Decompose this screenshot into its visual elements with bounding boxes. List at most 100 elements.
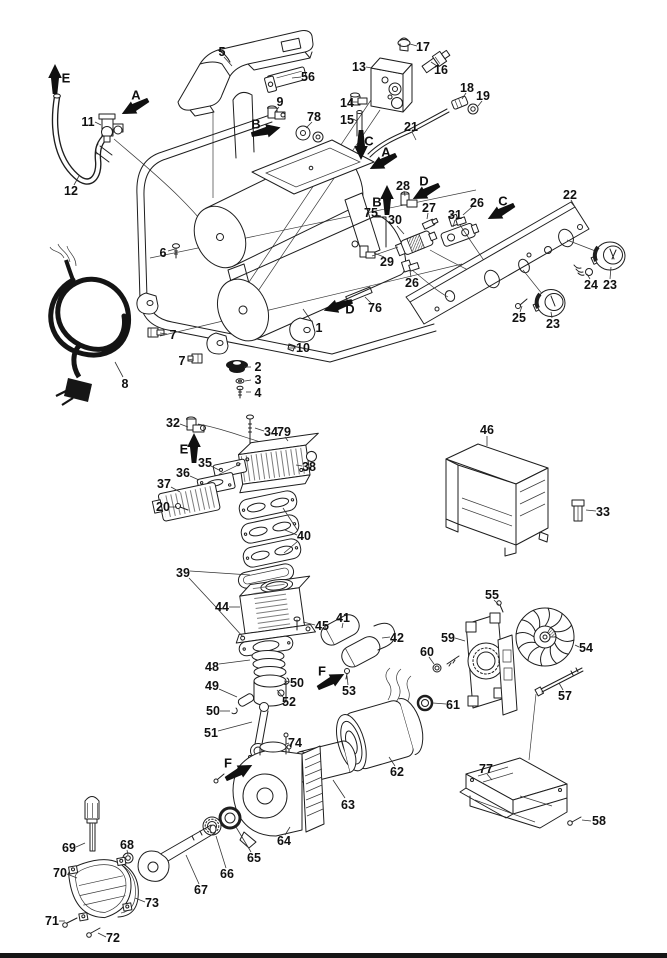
direction-arrow-A <box>121 97 150 115</box>
direction-arrow-C <box>354 130 368 160</box>
part-label-53: 53 <box>342 684 356 698</box>
part-label-19: 19 <box>476 89 490 103</box>
part-head-38 <box>233 433 325 493</box>
part-label-7: 7 <box>179 354 186 368</box>
part-bolt-57 <box>535 668 583 696</box>
direction-letter-E: E <box>62 71 71 86</box>
direction-arrow-E <box>187 433 201 463</box>
part-label-12: 12 <box>64 184 78 198</box>
part-screw-55 <box>497 601 503 612</box>
part-label-55: 55 <box>485 588 499 602</box>
leader-line <box>353 119 357 121</box>
part-label-69: 69 <box>62 841 76 855</box>
part-washer-60 <box>433 656 459 672</box>
part-ring-61 <box>418 696 432 710</box>
part-label-66: 66 <box>220 867 234 881</box>
leader-line <box>303 622 315 625</box>
direction-letter-B: B <box>372 195 381 210</box>
leader-line <box>296 465 302 466</box>
part-label-54: 54 <box>579 641 593 655</box>
part-label-37: 37 <box>157 477 171 491</box>
part-label-26: 26 <box>470 196 484 210</box>
leader-line <box>283 508 298 531</box>
leader-line <box>219 660 250 664</box>
leader-line <box>190 476 199 480</box>
leader-line <box>284 743 289 745</box>
leader-line <box>160 333 167 334</box>
part-elbow-28 <box>401 192 417 207</box>
part-label-56: 56 <box>301 70 315 84</box>
part-cap-17 <box>398 38 410 51</box>
direction-letter-F: F <box>224 756 232 771</box>
part-label-60: 60 <box>420 645 434 659</box>
part-label-35: 35 <box>198 456 212 470</box>
part-label-26: 26 <box>405 276 419 290</box>
leader-line <box>453 220 455 227</box>
part-block-37 <box>151 482 220 523</box>
leader-line <box>455 638 465 641</box>
part-label-3: 3 <box>255 373 262 387</box>
part-shroud-46 <box>446 444 584 556</box>
bottom-edge-bar <box>0 953 667 958</box>
leader-line <box>410 271 411 277</box>
part-label-24: 24 <box>584 278 598 292</box>
direction-arrow-C <box>487 202 516 220</box>
part-fitting-16 <box>421 48 452 74</box>
leader-line <box>551 312 552 318</box>
diagram-artwork <box>0 31 667 958</box>
part-label-58: 58 <box>592 814 606 828</box>
leader-line <box>168 249 175 251</box>
direction-letter-F: F <box>318 664 326 679</box>
part-label-11: 11 <box>81 115 94 129</box>
part-label-65: 65 <box>247 851 261 865</box>
leader-line <box>410 44 417 46</box>
part-elbow-32 <box>187 417 206 432</box>
part-clip-50b <box>232 708 237 714</box>
direction-letter-B: B <box>251 117 260 132</box>
leader-line <box>559 683 563 690</box>
leader-line <box>255 428 264 431</box>
part-label-5: 5 <box>219 45 226 59</box>
part-piston-52 <box>254 675 286 706</box>
leader-line <box>67 874 77 878</box>
part-power-cord-8 <box>50 244 129 405</box>
leader-line <box>215 606 243 637</box>
part-manifold-31 <box>440 221 480 247</box>
leader-line <box>404 191 405 196</box>
part-screw-58 <box>568 817 581 825</box>
labels-overlay: 1234567789101112131415161718192021222323… <box>45 40 617 945</box>
part-label-17: 17 <box>416 40 430 54</box>
leader-line <box>284 681 290 682</box>
part-tube-21 <box>368 109 449 157</box>
direction-arrow-F <box>224 764 253 782</box>
leader-line <box>520 306 522 312</box>
leader-line <box>224 57 232 66</box>
part-label-39: 39 <box>176 566 190 580</box>
leader-line <box>74 176 79 185</box>
part-elbow-14 <box>351 93 368 105</box>
part-label-25: 25 <box>512 311 526 325</box>
part-check-valve-30 <box>395 228 439 257</box>
part-label-31: 31 <box>448 208 462 222</box>
leader-line <box>571 200 575 207</box>
leader-line <box>389 757 395 766</box>
part-label-46: 46 <box>480 423 494 437</box>
leader-line <box>610 267 611 279</box>
part-label-22: 22 <box>563 188 577 202</box>
part-drain-7a <box>148 328 164 337</box>
leader-line <box>211 466 219 470</box>
part-elbow-26b <box>401 258 419 273</box>
part-label-51: 51 <box>204 726 218 740</box>
part-label-9: 9 <box>277 95 284 109</box>
leader-line <box>180 424 188 427</box>
part-label-1: 1 <box>316 321 323 335</box>
leader-line <box>431 62 437 66</box>
direction-arrow-B <box>250 124 281 138</box>
direction-letter-D: D <box>345 302 354 317</box>
leader-line <box>189 578 215 606</box>
part-motor-62 <box>331 695 429 774</box>
part-label-20: 20 <box>156 500 170 514</box>
part-label-50: 50 <box>206 704 220 718</box>
part-label-40: 40 <box>297 529 311 543</box>
